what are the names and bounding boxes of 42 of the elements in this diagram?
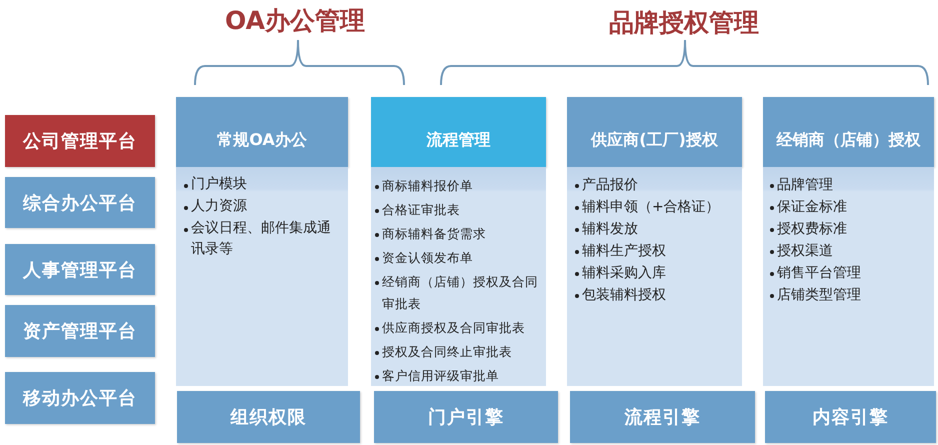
- list-item: 人力资源: [183, 196, 344, 217]
- platform-box: 人事管理平台: [5, 244, 155, 295]
- category-header: 经销商（店铺）授权: [763, 97, 934, 167]
- platform-box: 移动办公平台: [5, 372, 155, 424]
- group-heading: 品牌授权管理: [609, 8, 759, 38]
- list-item: 辅料生产授权: [574, 240, 738, 262]
- engine-box: 流程引擎: [570, 391, 755, 443]
- list-item: 品牌管理: [769, 174, 930, 196]
- list-item: 会议日程、邮件集成通讯录等: [183, 218, 344, 260]
- list-item: 客户信用评级审批单: [374, 365, 542, 387]
- platform-box: 公司管理平台: [5, 115, 155, 167]
- list-item: 辅料发放: [574, 218, 738, 240]
- engine-box: 门户引擎: [374, 391, 558, 443]
- list-item: 授权及合同终止审批表: [374, 341, 542, 363]
- list-item: 资金认领发布单: [374, 247, 542, 269]
- list-item: 经销商（店铺）授权及合同审批表: [374, 271, 542, 315]
- platform-box: 综合办公平台: [5, 177, 155, 228]
- list-item: 辅料采购入库: [574, 262, 738, 284]
- engine-box: 内容引擎: [765, 391, 936, 443]
- list-panel: [371, 167, 546, 386]
- category-header: 常规OA办公: [176, 97, 348, 167]
- platform-box: 资产管理平台: [5, 305, 155, 357]
- list-item: 商标辅料备货需求: [374, 223, 542, 245]
- list-item: 授权费标准: [769, 218, 930, 240]
- category-header: 供应商(工厂)授权: [567, 97, 742, 167]
- list-item: 产品报价: [574, 174, 738, 196]
- list-item: 保证金标准: [769, 196, 930, 218]
- category-header: 流程管理: [371, 97, 546, 167]
- list-panel: [567, 167, 742, 386]
- list-item: 合格证审批表: [374, 199, 542, 221]
- list-item: 供应商授权及合同审批表: [374, 317, 542, 339]
- list-panel: [763, 167, 934, 386]
- list-item: 包装辅料授权: [574, 284, 738, 306]
- list-panel: [176, 167, 348, 386]
- list-item: 门户模块: [183, 174, 344, 195]
- engine-box: 组织权限: [177, 391, 360, 443]
- group-heading: OA办公管理: [225, 6, 365, 36]
- list-item: 辅料申领（+合格证）: [574, 196, 738, 218]
- list-item: 授权渠道: [769, 240, 930, 262]
- list-item: 商标辅料报价单: [374, 175, 542, 197]
- list-item: 店铺类型管理: [769, 284, 930, 306]
- list-item: 销售平台管理: [769, 262, 930, 284]
